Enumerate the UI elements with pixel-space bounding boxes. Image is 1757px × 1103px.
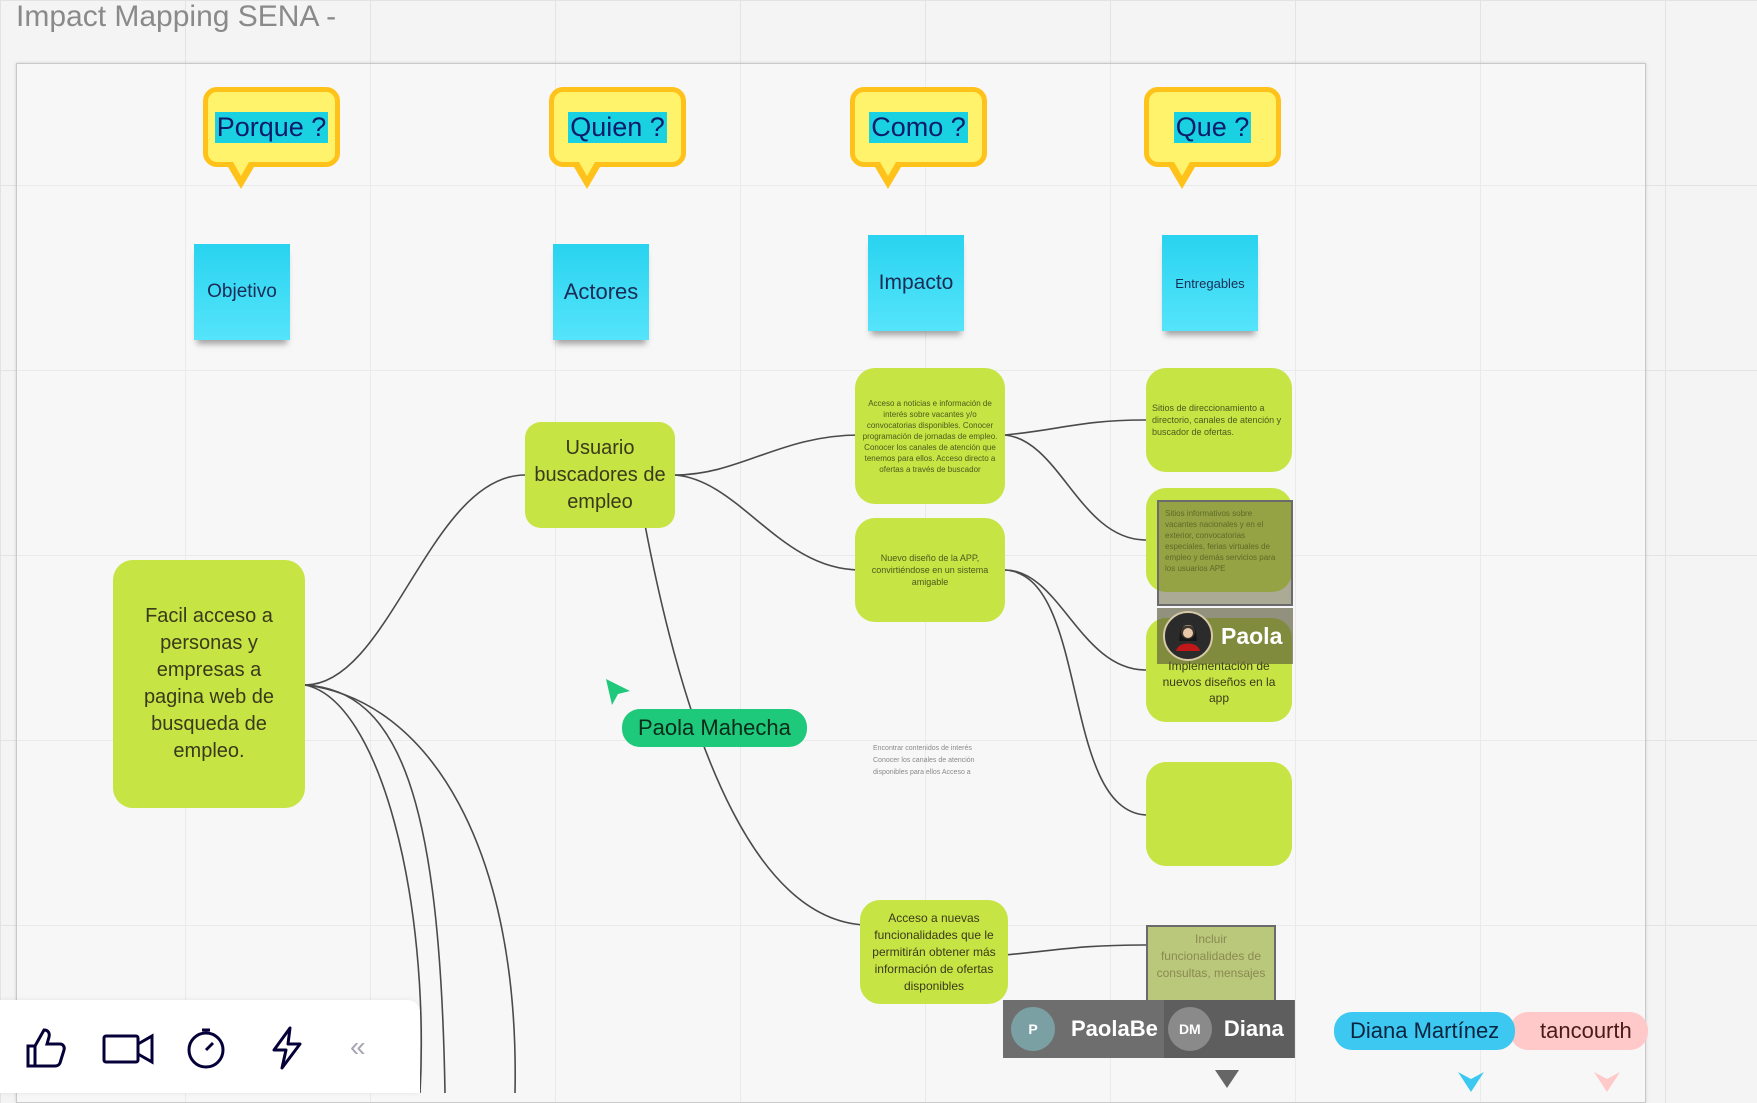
header-bubble-quien[interactable]: Quien ? xyxy=(549,87,686,167)
actor-card[interactable]: Usuario buscadores de empleo xyxy=(525,422,675,528)
bubble-tail-como xyxy=(875,162,901,189)
bubble-tail-porque xyxy=(228,162,254,189)
bubble-tail-que xyxy=(1169,162,1195,189)
person-icon xyxy=(1176,625,1200,651)
header-label-que: Que ? xyxy=(1173,111,1252,143)
goal-card[interactable]: Facil acceso a personas y empresas a pag… xyxy=(113,560,305,808)
cursor-label-diana-martinez: Diana Martínez xyxy=(1334,1012,1516,1050)
header-bubble-como[interactable]: Como ? xyxy=(850,87,987,167)
impact-card-2[interactable]: Nuevo diseño de la APP, convirtiéndose e… xyxy=(855,518,1005,622)
header-label-quien: Quien ? xyxy=(568,111,667,143)
cursor-triangle-blue-icon xyxy=(1458,1072,1484,1092)
floating-note[interactable]: Encontrar contenidos de interés Conocer … xyxy=(873,745,975,776)
header-label-porque: Porque ? xyxy=(214,111,329,143)
presence-diana[interactable]: DM Diana xyxy=(1163,1000,1294,1058)
connector-impact3-deliv5 xyxy=(1004,944,1147,956)
paola-name-label: Paola xyxy=(1221,622,1283,649)
connector-goal-actor xyxy=(304,474,526,686)
connector-actor-impact1 xyxy=(674,434,861,476)
paola-avatar xyxy=(1163,611,1213,661)
sticky-actores[interactable]: Actores xyxy=(553,244,649,340)
header-bubble-porque[interactable]: Porque ? xyxy=(203,87,340,167)
presence-bar[interactable]: P PaolaBe DM Diana xyxy=(1003,1000,1295,1058)
impact-card-3[interactable]: Acceso a nuevas funcionalidades que le p… xyxy=(860,900,1008,1004)
impact-card-1[interactable]: Acceso a noticias e información de inter… xyxy=(855,368,1005,504)
sticky-entregables[interactable]: Entregables xyxy=(1162,235,1258,331)
connector-goal-down-3 xyxy=(304,684,423,1093)
connector-actor-impact3 xyxy=(644,524,866,926)
cursor-arrow-icon xyxy=(606,679,630,705)
avatar-dm[interactable]: DM xyxy=(1167,1007,1212,1051)
cursor-triangle-pink-icon xyxy=(1594,1072,1620,1092)
presence-name-paolabe: PaolaBe xyxy=(1071,1016,1158,1041)
connector-impact1-deliv2 xyxy=(1004,434,1147,541)
cursor-triangle-gray-icon xyxy=(1215,1070,1239,1088)
collaboration-toolbar: « xyxy=(0,1000,420,1093)
timer-icon[interactable] xyxy=(182,1024,230,1072)
header-label-como: Como ? xyxy=(869,111,968,143)
thumbs-up-icon[interactable] xyxy=(22,1024,70,1072)
bubble-tail-quien xyxy=(574,162,600,189)
board-title: Impact Mapping SENA - xyxy=(16,0,337,33)
deliverable-card-2-selection[interactable]: Sitios informativos sobre vacantes nacio… xyxy=(1157,500,1293,606)
header-bubble-que[interactable]: Que ? xyxy=(1144,87,1281,167)
cursor-label-tancourth: tancourth xyxy=(1510,1012,1648,1050)
sticky-impacto[interactable]: Impacto xyxy=(868,235,964,331)
collaborator-label-paola: Paola xyxy=(1157,608,1293,664)
connector-impact2-deliv4 xyxy=(1004,569,1147,816)
avatar-p[interactable]: P xyxy=(1011,1007,1055,1051)
cursor-label-paola-mahecha: Paola Mahecha xyxy=(622,709,807,747)
double-chevron-left-icon[interactable]: « xyxy=(350,1031,366,1062)
video-camera-icon[interactable] xyxy=(100,1024,156,1072)
connector-actor-impact2 xyxy=(674,474,861,571)
deliverable-card-4[interactable] xyxy=(1146,762,1292,866)
connector-impact2-deliv3 xyxy=(1004,569,1147,671)
presence-name-diana: Diana xyxy=(1223,1016,1284,1041)
connector-impact1-deliv1 xyxy=(1004,419,1147,436)
sticky-objetivo[interactable]: Objetivo xyxy=(194,244,290,340)
lightning-icon[interactable] xyxy=(262,1024,310,1072)
deliverable-card-5[interactable]: Incluir funcionalidades de consultas, me… xyxy=(1146,925,1276,1013)
deliverable-card-1[interactable]: Sitios de direccionamiento a directorio,… xyxy=(1146,368,1292,472)
connector-goal-down-2 xyxy=(304,684,516,1093)
